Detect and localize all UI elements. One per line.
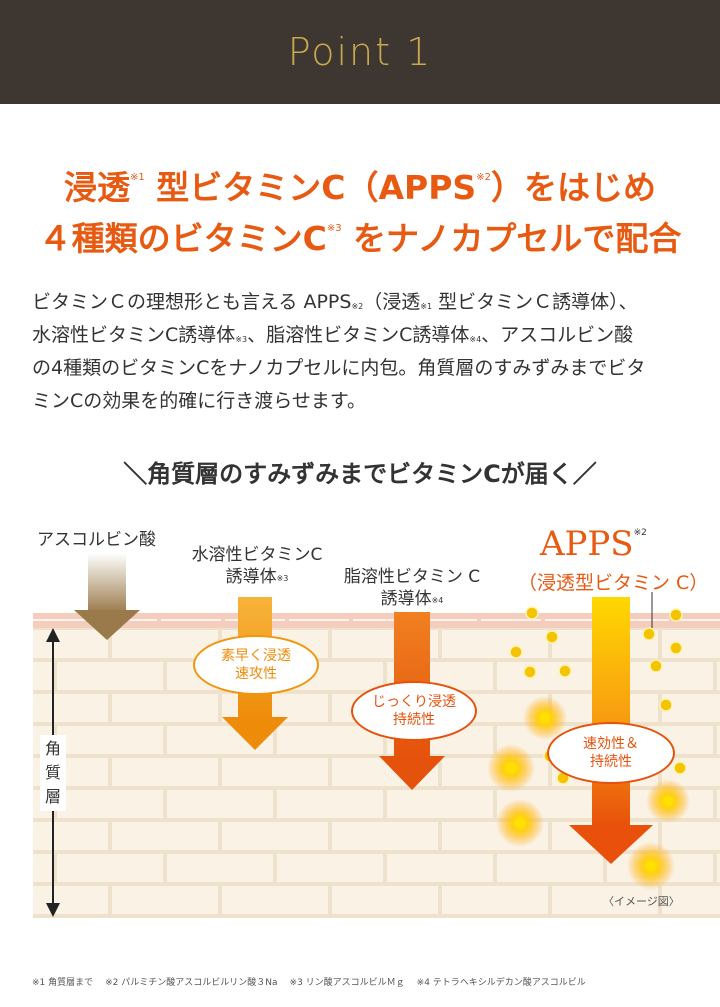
headline-line-2: ４種類のビタミンC※3 をナノカプセルで配合 <box>38 219 682 258</box>
headline-line-1: 浸透※1 型ビタミンC（APPS※2）をはじめ <box>64 168 656 207</box>
ascorbic-acid-label: アスコルビン酸 <box>37 530 156 550</box>
ascorbic-acid-arrow <box>74 553 140 640</box>
apps-badge: 速効性＆持続性 <box>547 722 675 784</box>
point-header: Point 1 <box>0 0 720 104</box>
image-note: 〈イメージ図〉 <box>603 895 680 908</box>
apps-subtitle: （浸透型ビタミン C） <box>518 572 709 594</box>
stratum-corneum-label: 角 質 層 <box>44 739 61 806</box>
footnotes: ※1 角質層まで※2 パルミチン酸アスコルビルリン酸３Na※3 リン酸アスコルビ… <box>32 978 586 988</box>
body-paragraph: ビタミンＣの理想形とも言える APPS※2（浸透※1 型ビタミンＣ誘導体）、 水… <box>32 291 646 412</box>
vitamin-dots <box>509 606 687 785</box>
water-soluble-label: 水溶性ビタミンC 誘導体※3 <box>191 545 323 587</box>
fat-soluble-badge: じっくり浸透持続性 <box>351 681 477 741</box>
fat-soluble-label: 脂溶性ビタミン C 誘導体※4 <box>343 567 481 609</box>
point-title: Point 1 <box>287 30 433 74</box>
apps-arrow <box>569 597 653 864</box>
apps-title: APPS※2 <box>540 524 647 564</box>
vitamin-glow-particles <box>487 696 690 890</box>
diagram-heading: ＼角質層のすみずみまでビタミンCが届く／ <box>123 460 597 488</box>
water-soluble-badge: 素早く浸透速攻性 <box>193 635 319 695</box>
